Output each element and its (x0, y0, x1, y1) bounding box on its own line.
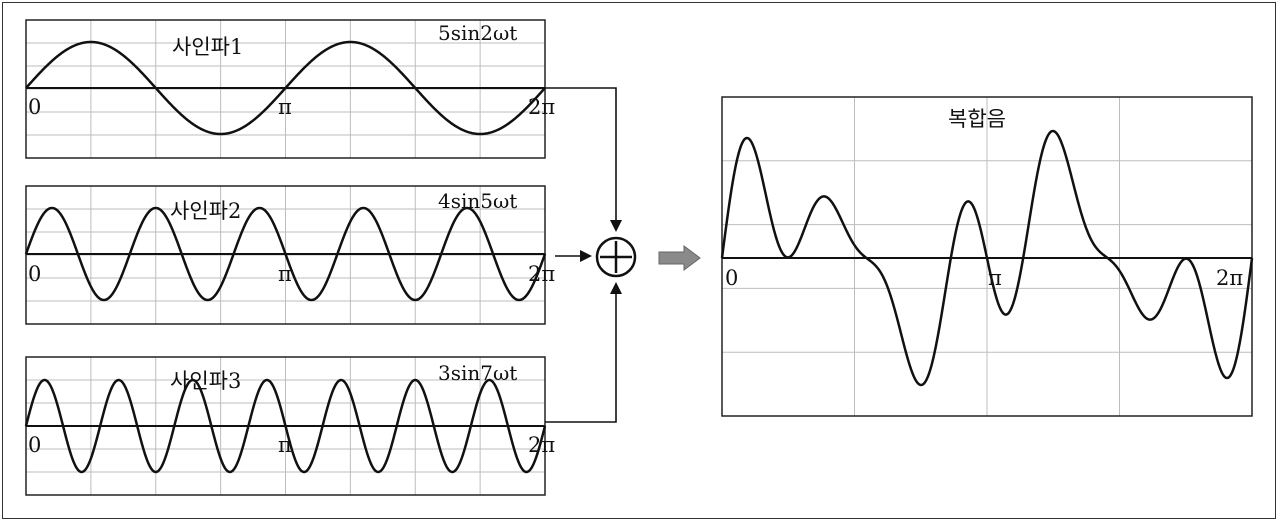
sine-panel-3: 사인파3 3sin7ωt 0 π 2π (24, 356, 555, 496)
panel-3-tick-zero: 0 (28, 433, 41, 457)
panel-1-tick-pi: π (278, 95, 292, 119)
combined-panel: 복합음 0 π 2π (720, 96, 1254, 417)
panel-3-tick-pi: π (278, 433, 292, 457)
arrowhead-right-icon (580, 250, 592, 262)
connectors (545, 87, 617, 423)
combined-title: 복합음 (948, 107, 1006, 131)
connector-bottom (545, 292, 617, 423)
combined-grid (722, 97, 1252, 416)
sum-operator-icon (595, 236, 637, 278)
sine-panel-2: 사인파2 4sin5ωt 0 π 2π (24, 185, 555, 325)
panel-3-wave (24, 378, 547, 474)
sine-panel-1: 사인파1 5sin2ωt 0 π 2π (25, 19, 555, 159)
panel-3-formula: 3sin7ωt (438, 361, 517, 385)
panel-2-title: 사인파2 (170, 199, 241, 223)
panel-1-formula: 5sin2ωt (438, 21, 517, 45)
panel-1-tick-zero: 0 (28, 95, 41, 119)
arrowhead-down-icon (610, 220, 622, 232)
combined-wave (720, 129, 1254, 387)
panel-3-title: 사인파3 (170, 369, 241, 393)
combined-tick-pi: π (988, 266, 1002, 290)
combined-tick-2pi: 2π (1216, 266, 1243, 290)
connector-top (545, 87, 617, 222)
panel-2-tick-pi: π (278, 262, 292, 286)
panel-2-formula: 4sin5ωt (438, 189, 517, 213)
panel-2-tick-zero: 0 (28, 262, 41, 286)
arrow-right-icon (658, 245, 701, 271)
panel-1-wave (25, 40, 546, 136)
panel-2-wave (24, 206, 547, 302)
arrowhead-up-icon (610, 282, 622, 294)
panel-1-tick-2pi: 2π (528, 95, 555, 119)
panel-3-tick-2pi: 2π (528, 433, 555, 457)
combined-tick-zero: 0 (725, 266, 738, 290)
panel-1-title: 사인파1 (172, 35, 243, 59)
panel-2-tick-2pi: 2π (528, 262, 555, 286)
